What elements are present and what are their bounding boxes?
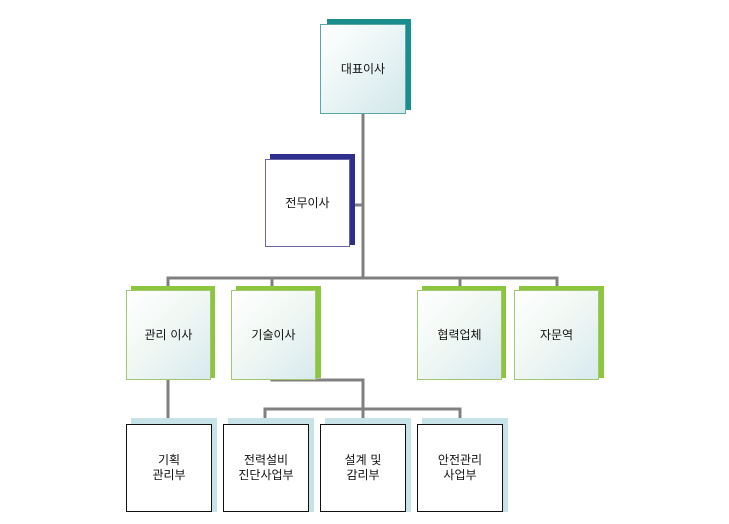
design-label: 설계 및 감리부 bbox=[344, 453, 382, 482]
design-box[interactable]: 설계 및 감리부 bbox=[320, 424, 406, 512]
planning-label: 기획 관리부 bbox=[152, 453, 186, 482]
advisory-box[interactable]: 자문역 bbox=[514, 290, 599, 380]
diagnosis-label: 전력설비 진단사업부 bbox=[238, 453, 294, 482]
partner-label: 협력업체 bbox=[437, 327, 482, 342]
safety-label: 안전관리 사업부 bbox=[437, 453, 483, 482]
partner-box[interactable]: 협력업체 bbox=[417, 290, 502, 380]
ceo-box[interactable]: 대표이사 bbox=[320, 24, 406, 114]
admin-box[interactable]: 관리 이사 bbox=[126, 290, 211, 380]
tech-box[interactable]: 기술이사 bbox=[231, 290, 316, 380]
advisory-label: 자문역 bbox=[539, 327, 574, 342]
ceo-label: 대표이사 bbox=[340, 61, 386, 76]
exec-box[interactable]: 전무이사 bbox=[265, 159, 350, 247]
planning-box[interactable]: 기획 관리부 bbox=[126, 424, 212, 512]
tech-label: 기술이사 bbox=[251, 327, 296, 342]
safety-box[interactable]: 안전관리 사업부 bbox=[417, 424, 503, 512]
diagnosis-box[interactable]: 전력설비 진단사업부 bbox=[223, 424, 309, 512]
exec-label: 전무이사 bbox=[285, 195, 330, 210]
admin-label: 관리 이사 bbox=[144, 327, 193, 342]
